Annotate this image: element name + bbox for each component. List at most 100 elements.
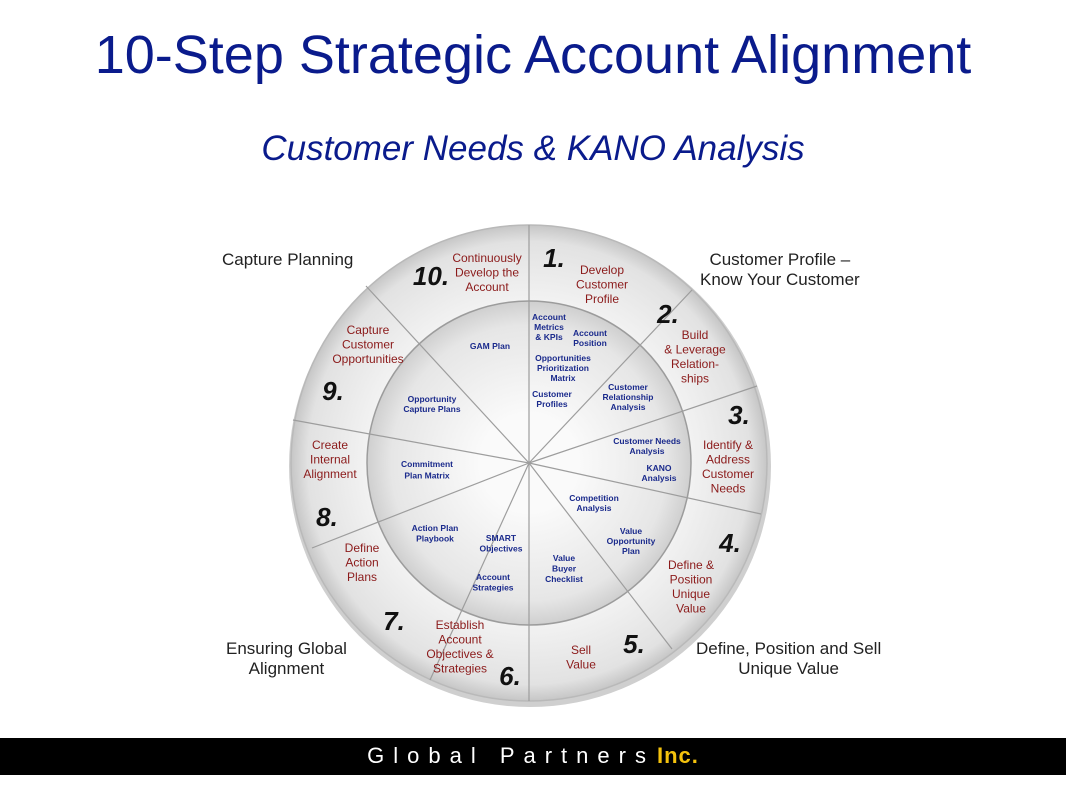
tool-label: GAM Plan [470,341,510,351]
step-number: 3. [728,400,750,430]
step-label: & Leverage [664,343,726,357]
corner-label-bottom-right: Define, Position and Sell Unique Value [696,639,882,679]
divider-line [528,289,693,464]
step-label: Define [345,541,380,555]
tool-label: Relationship [602,392,653,402]
step-label: Capture [347,323,390,337]
divider-line [429,462,530,681]
step-label: Address [706,453,750,467]
corner-label-top-left: Capture Planning [222,250,354,269]
tool-label: Competition [569,493,619,503]
tool-label: Value [553,553,575,563]
divider-line [528,462,673,650]
divider-line [528,462,762,515]
step-label: Develop the [455,266,519,280]
step-label: Customer [576,278,628,292]
tool-label: Strategies [472,583,513,593]
step-label: Position [670,573,713,587]
tool-label: Playbook [416,534,454,544]
step-label: Build [682,328,709,342]
step-label: Account [465,280,509,294]
step-label: Sell [571,643,591,657]
divider-line [311,462,530,549]
step-label: Value [566,658,596,672]
step-label: Identify & [703,438,753,452]
step-label: Unique [672,587,710,601]
step-label: Define & [668,558,714,572]
divider-line [528,385,758,464]
step-label: Alignment [303,467,357,481]
divider-line [292,419,530,464]
tool-label: Analysis [611,402,646,412]
tool-label: SMART [486,533,517,543]
step-number: 10. [413,261,449,291]
tool-label: KANO [646,463,671,473]
tool-label: Prioritization [537,363,589,373]
step-label: Action [345,556,378,570]
step-label: Needs [711,482,746,496]
corner-label-bottom-left: Ensuring Global Alignment [226,639,347,679]
tool-label: Commitment [401,459,453,469]
wheel-dividers [292,225,762,701]
tool-label: Plan [622,546,640,556]
step-number: 8. [316,502,338,532]
tool-label: Analysis [642,473,677,483]
tool-label: Analysis [577,503,612,513]
tool-label: Matrix [550,373,575,383]
step-label: Establish [436,618,485,632]
step-label: Continuously [452,251,521,265]
step-label: Value [676,602,706,616]
tool-label: Account [573,328,607,338]
footer-spacer [0,775,1066,800]
tool-label: Plan Matrix [404,471,450,481]
tool-label: Metrics [534,322,564,332]
tool-label: Customer [608,382,648,392]
corner-label-top-right: Customer Profile – Know Your Customer [700,250,860,290]
tool-label: Buyer [552,564,577,574]
step-label: Plans [347,570,377,584]
step-label: Create [312,438,348,452]
step-number: 7. [383,606,405,636]
slide-subtitle: Customer Needs & KANO Analysis [261,129,805,168]
step-number: 5. [623,629,645,659]
step-number: 4. [718,528,741,558]
step-label: ships [681,372,709,386]
tool-label: Opportunity [408,394,457,404]
step-label: Develop [580,263,624,277]
step-label: Customer [702,467,754,481]
tool-label: Capture Plans [403,404,460,414]
slide-title: 10-Step Strategic Account Alignment [94,25,972,85]
footer-bar: Global PartnersInc. [0,738,1066,775]
tool-label: Account [532,312,566,322]
tool-label: Opportunity [607,536,656,546]
tool-label: Action Plan [412,523,459,533]
tool-label: & KPIs [535,332,563,342]
step-number: 9. [322,376,344,406]
step-label: Profile [585,292,619,306]
step-label: Relation- [671,357,719,371]
tool-label: Checklist [545,574,583,584]
step-label: Internal [310,453,350,467]
tool-label: Objectives [480,544,523,554]
tool-label: Account [476,572,510,582]
step-label: Strategies [433,662,487,676]
tool-label: Customer [532,389,572,399]
step-label: Customer [342,338,394,352]
footer-brand: Global PartnersInc. [0,743,1066,769]
tool-label: Profiles [536,399,567,409]
footer-brand-suffix: Inc. [656,743,699,768]
tool-label: Analysis [630,446,665,456]
step-number: 2. [656,299,679,329]
tool-label: Value [620,526,642,536]
divider-line [365,285,530,464]
tool-label: Opportunities [535,353,591,363]
step-label: Opportunities [332,352,403,366]
step-number: 6. [499,661,521,691]
step-label: Objectives & [426,647,493,661]
step-number: 1. [543,243,565,273]
footer-brand-name: Global Partners [367,743,655,768]
tool-label: Position [573,338,607,348]
